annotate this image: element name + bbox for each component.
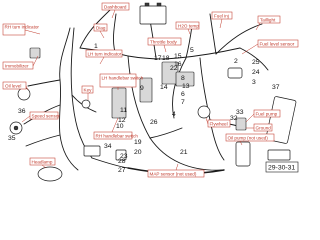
callout-rh-turn-indicator: RH turn indicator: [5, 25, 40, 30]
flywheel-icon: [197, 105, 211, 119]
callout-throttle-body: Throttle body: [150, 39, 178, 44]
callout-leaders: [21, 9, 261, 171]
part-number: 3: [252, 79, 256, 86]
callout-lh-handlebar-switch: LH handlebar switch: [102, 76, 144, 81]
part-number: 27: [118, 167, 126, 174]
callout-headlamp: Headlamp: [32, 159, 53, 164]
part-number: 25: [252, 59, 260, 66]
connector-icon: [139, 77, 153, 103]
part-number: 19: [134, 139, 142, 146]
part-number: 26: [150, 119, 158, 126]
key-icon: [81, 99, 91, 109]
callout-fuel-level-sensor: Fuel level sensor: [260, 41, 295, 46]
callouts: Dashboard RH turn indicator Diag Throttl…: [2, 2, 299, 178]
part-number: 18: [162, 55, 170, 62]
components: [9, 2, 297, 182]
part-number: 1: [94, 43, 98, 50]
part-number-group: 29-30-31: [268, 165, 295, 172]
callout-oil-level: Oil level: [5, 83, 21, 88]
part-number: 36: [18, 108, 26, 115]
callout-immobilizer: Immobilizer: [5, 63, 29, 68]
part-number: 22: [170, 65, 178, 72]
callout-ground: Ground: [256, 125, 272, 130]
immobilizer-icon: [29, 47, 41, 59]
callout-key: Key: [84, 87, 93, 92]
part-number: 20: [134, 149, 142, 156]
part-number: 4: [172, 111, 176, 118]
part-number: 17: [154, 55, 162, 62]
part-number: 8: [181, 75, 185, 82]
part-number: 14: [160, 84, 168, 91]
callout-taillight: Taillight: [260, 17, 276, 22]
battery-icon: [139, 5, 167, 25]
part-number: 16: [174, 61, 182, 68]
callout-h2o-temp: H2O temp: [178, 23, 199, 28]
oil-level-sensor-icon: [17, 87, 31, 101]
part-number: 28: [118, 158, 126, 165]
part-number: 9: [140, 85, 144, 92]
part-number: 37: [272, 84, 280, 91]
part-number-group-box: [265, 161, 299, 173]
bracket-icon: [83, 145, 101, 157]
part-number: 24: [252, 69, 260, 76]
handlebar-switch-icon: [111, 87, 127, 119]
clamp-icon: [115, 149, 127, 161]
part-number: 10: [116, 123, 124, 130]
callout-dashboard: Dashboard: [104, 4, 127, 9]
part-number: 11: [120, 107, 127, 114]
callout-fuel-inj: Fuel inj: [214, 13, 229, 18]
part-number: 2: [234, 58, 238, 65]
fuel-pump-icon: [235, 117, 247, 131]
wiring-clip-icon: [265, 96, 297, 144]
map-sensor-icon: [235, 141, 251, 167]
part-number: 32: [230, 115, 238, 122]
part-number: 23: [120, 153, 128, 160]
relay-icon: [175, 71, 195, 87]
part-number: 7: [181, 99, 185, 106]
cable-ties-icon: [267, 149, 291, 161]
part-number: 6: [181, 91, 185, 98]
part-number: 35: [8, 135, 16, 142]
headlamp-icon: [37, 166, 63, 182]
part-number: 12: [118, 117, 126, 124]
part-number: 21: [180, 149, 188, 156]
callout-speed-sensor: Speed sensor: [32, 113, 61, 118]
part-number: 34: [104, 143, 112, 150]
wiring-diagram: Dashboard RH turn indicator Diag Throttl…: [2, 2, 299, 182]
callout-rh-handlebar-switch: RH handlebar switch: [96, 133, 139, 138]
callout-oil-pump-not-used: Oil pump (not used): [228, 135, 269, 140]
part-number: 15: [174, 53, 182, 60]
callout-flywheel: Flywheel: [210, 121, 228, 126]
part-number: 13: [182, 83, 190, 90]
part-numbers: 1 2 3 4 5 6 7 8 9 10 11 12 13 14 15 16 1…: [8, 43, 299, 174]
fuel-level-sensor-icon: [227, 67, 243, 79]
battery-terminal: [156, 2, 162, 7]
callout-map-sensor-not-used: MAP sensor (not used): [150, 171, 197, 176]
callout-diag: Diag: [96, 25, 106, 30]
battery-terminal: [144, 2, 150, 7]
part-number: 33: [236, 109, 244, 116]
callout-fuel-pump: Fuel pump: [256, 111, 278, 116]
callout-lh-turn-indicator: LH turn indicator: [88, 51, 122, 56]
wiring-harness-drawing: Dashboard RH turn indicator Diag Throttl…: [2, 2, 299, 182]
part-number: 5: [190, 47, 194, 54]
